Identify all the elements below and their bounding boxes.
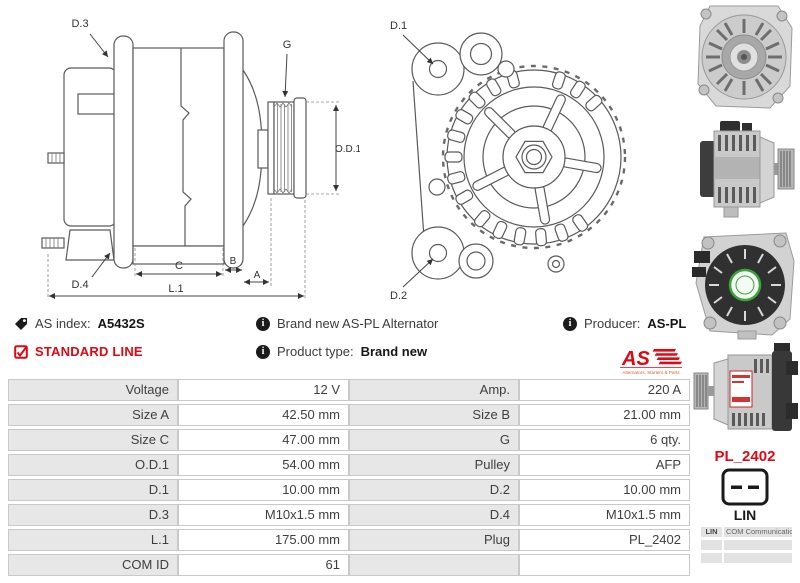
spec-label-cell: D.4 [349,504,519,526]
pin-label: LIN [733,507,757,523]
product-type-row: i Product type: Brand new [256,344,438,359]
front-view-technical-diagram: D.1 D.2 [390,20,627,302]
spec-label-cell: Size A [8,404,178,426]
spec-label-cell: Plug [349,529,519,551]
spec-row: Voltage 12 V Amp. 220 A [8,379,690,401]
spec-label-cell: COM ID [8,554,178,576]
spec-label-cell: L.1 [8,529,178,551]
alternator-side-pulley-left-photo[interactable] [690,343,800,440]
spec-value-cell [519,554,690,576]
dim-label-a: A [254,270,261,281]
spec-label-cell: Pulley [349,454,519,476]
producer-row: i Producer: AS-PL [563,316,686,331]
spec-row: Size C 47.00 mm G 6 qty. [8,429,690,451]
com-pin-cell [701,540,722,550]
product-photo-gallery [690,0,800,440]
spec-row: D.3 M10x1.5 mm D.4 M10x1.5 mm [8,504,690,526]
as-index-value: A5432S [97,316,145,331]
com-row [701,553,792,563]
spec-value-cell: M10x1.5 mm [178,504,349,526]
spec-row: L.1 175.00 mm Plug PL_2402 [8,529,690,551]
producer-value: AS-PL [647,316,687,331]
dim-label-d3: D.3 [71,18,88,30]
dim-label-d2: D.2 [390,290,407,302]
info-icon: i [256,344,270,359]
spec-label-cell: D.2 [349,479,519,501]
product-type-value: Brand new [360,344,428,359]
side-view-technical-diagram: D.3 G O.D.1 D.4 C B A L.1 [41,18,360,299]
spec-value-cell: AFP [519,454,690,476]
dim-label-od1: O.D.1 [335,144,360,155]
dim-label-l1: L.1 [168,283,183,295]
spec-value-cell: 220 A [519,379,690,401]
info-icon: i [256,316,270,331]
dim-label-d1: D.1 [390,20,407,32]
info-icon: i [563,316,577,331]
spec-value-cell: 61 [178,554,349,576]
spec-value-cell: M10x1.5 mm [519,504,690,526]
alternator-front-view-photo[interactable] [690,0,800,113]
tag-icon [15,317,27,330]
description-row: i Brand new AS-PL Alternator [256,316,438,331]
as-pl-logo[interactable]: AS Alternators, Starters & Parts [618,346,686,381]
com-desc-cell: COM Communication [724,527,792,537]
dim-label-c: C [175,260,183,272]
spec-row: D.1 10.00 mm D.2 10.00 mm [8,479,690,501]
alternator-rear-cover-photo[interactable] [690,223,800,343]
as-index-row: AS index: A5432S [14,316,145,331]
spec-row: Size A 42.50 mm Size B 21.00 mm [8,404,690,426]
spec-value-cell: 10.00 mm [178,479,349,501]
spec-value-cell: 54.00 mm [178,454,349,476]
as-index-label: AS index: [35,316,91,331]
logo-text: AS [621,348,650,370]
plug-connector-icon [721,468,769,506]
producer-column: i Producer: AS-PL AS Alternators, Starte… [563,316,686,381]
product-type-label: Product type: [277,344,354,359]
alternator-side-pulley-right-photo[interactable] [690,113,800,223]
product-id-column: AS index: A5432S STANDARD LINE [14,316,145,359]
com-desc-cell [724,540,792,550]
standard-line-row: STANDARD LINE [14,344,145,359]
spec-value-cell: 12 V [178,379,349,401]
com-row: LIN COM Communication [701,527,792,537]
com-pin-cell: LIN [701,527,722,537]
standard-line-label: STANDARD LINE [35,344,143,359]
spec-value-cell: 47.00 mm [178,429,349,451]
spec-row: COM ID 61 [8,554,690,576]
com-row [701,540,792,550]
spec-row: O.D.1 54.00 mm Pulley AFP [8,454,690,476]
product-description-column: i Brand new AS-PL Alternator i Product t… [256,316,438,359]
spec-label-cell: O.D.1 [8,454,178,476]
com-desc-cell [724,553,792,563]
producer-label: Producer: [584,316,641,331]
spec-value-cell: PL_2402 [519,529,690,551]
dim-label-b: B [230,256,237,267]
spec-label-cell: Amp. [349,379,519,401]
spec-value-cell: 42.50 mm [178,404,349,426]
spec-value-cell: 10.00 mm [519,479,690,501]
logo-tagline: Alternators, Starters & Parts [622,370,680,375]
dim-label-g: G [283,39,292,51]
plug-name: PL_2402 [714,448,776,465]
checkbox-checked-icon [14,344,28,359]
spec-label-cell: Size C [8,429,178,451]
spec-table: Voltage 12 V Amp. 220 A Size A 42.50 mm … [8,376,690,579]
spec-value-cell: 6 qty. [519,429,690,451]
dim-label-d4: D.4 [71,279,88,291]
com-pin-cell [701,553,722,563]
spec-label-cell: D.1 [8,479,178,501]
com-communication-table: LIN COM Communication [701,527,792,566]
description-text: Brand new AS-PL Alternator [277,316,439,331]
spec-value-cell: 21.00 mm [519,404,690,426]
spec-label-cell [349,554,519,576]
spec-label-cell: Size B [349,404,519,426]
spec-label-cell: Voltage [8,379,178,401]
spec-label-cell: G [349,429,519,451]
spec-label-cell: D.3 [8,504,178,526]
spec-value-cell: 175.00 mm [178,529,349,551]
